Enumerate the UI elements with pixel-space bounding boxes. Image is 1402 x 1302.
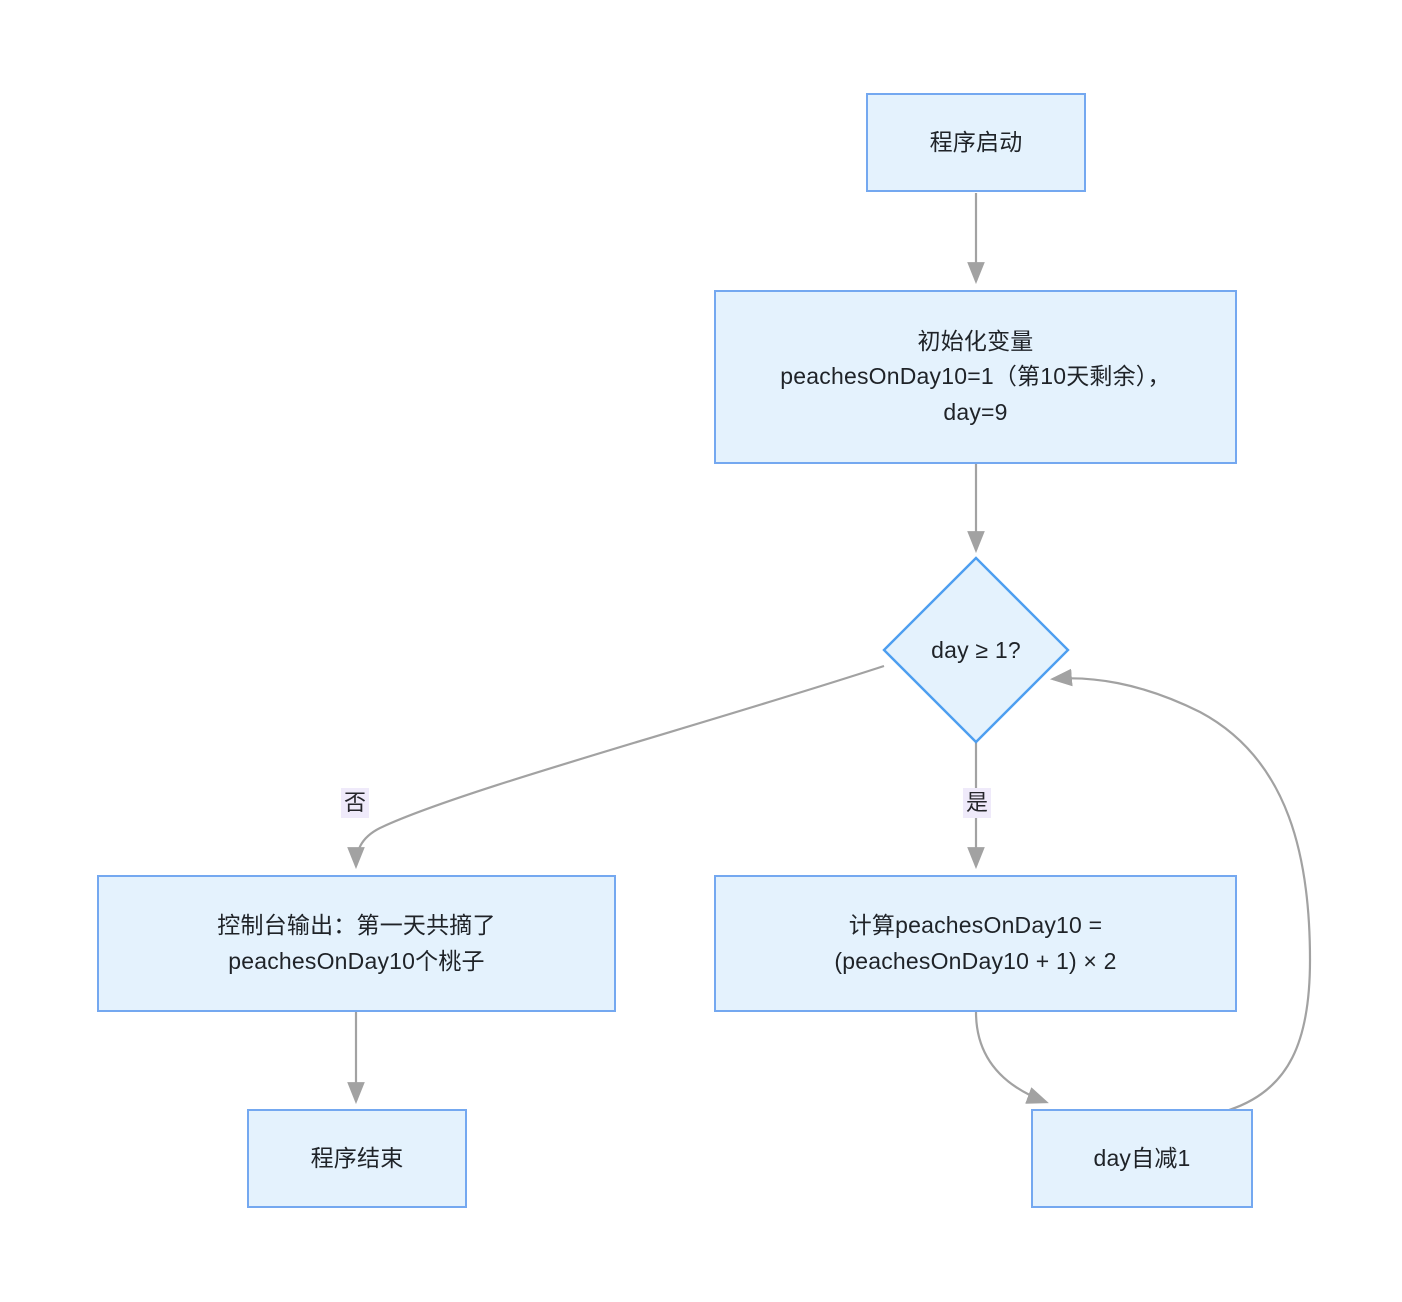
node-init-label: 初始化变量 peachesOnDay10=1（第10天剩余）， day=9 [780,327,1171,425]
node-end-label: 程序结束 [310,1144,404,1171]
node-decrement[interactable]: day自减1 [1031,1109,1253,1208]
node-end[interactable]: 程序结束 [247,1109,467,1208]
node-start-label: 程序启动 [929,128,1023,155]
node-output-label: 控制台输出：第一天共摘了 peachesOnDay10个桃子 [217,911,496,974]
node-calc-label: 计算peachesOnDay10 = (peachesOnDay10 + 1) … [834,911,1117,974]
node-decision[interactable]: day ≥ 1? [882,556,1070,744]
edge-label-yes: 是 [963,788,992,819]
node-decision-label: day ≥ 1? [931,636,1021,663]
edge-calc-to-decrement [974,1011,1049,1104]
edge-decision-to-output [347,664,885,870]
node-decrement-label: day自减1 [1093,1144,1191,1171]
node-output[interactable]: 控制台输出：第一天共摘了 peachesOnDay10个桃子 [97,875,616,1012]
node-start[interactable]: 程序启动 [866,93,1086,192]
edge-label-no: 否 [341,788,370,819]
node-init[interactable]: 初始化变量 peachesOnDay10=1（第10天剩余）， day=9 [714,290,1237,464]
diamond-shape-icon [882,556,1070,744]
node-calc[interactable]: 计算peachesOnDay10 = (peachesOnDay10 + 1) … [714,875,1237,1012]
